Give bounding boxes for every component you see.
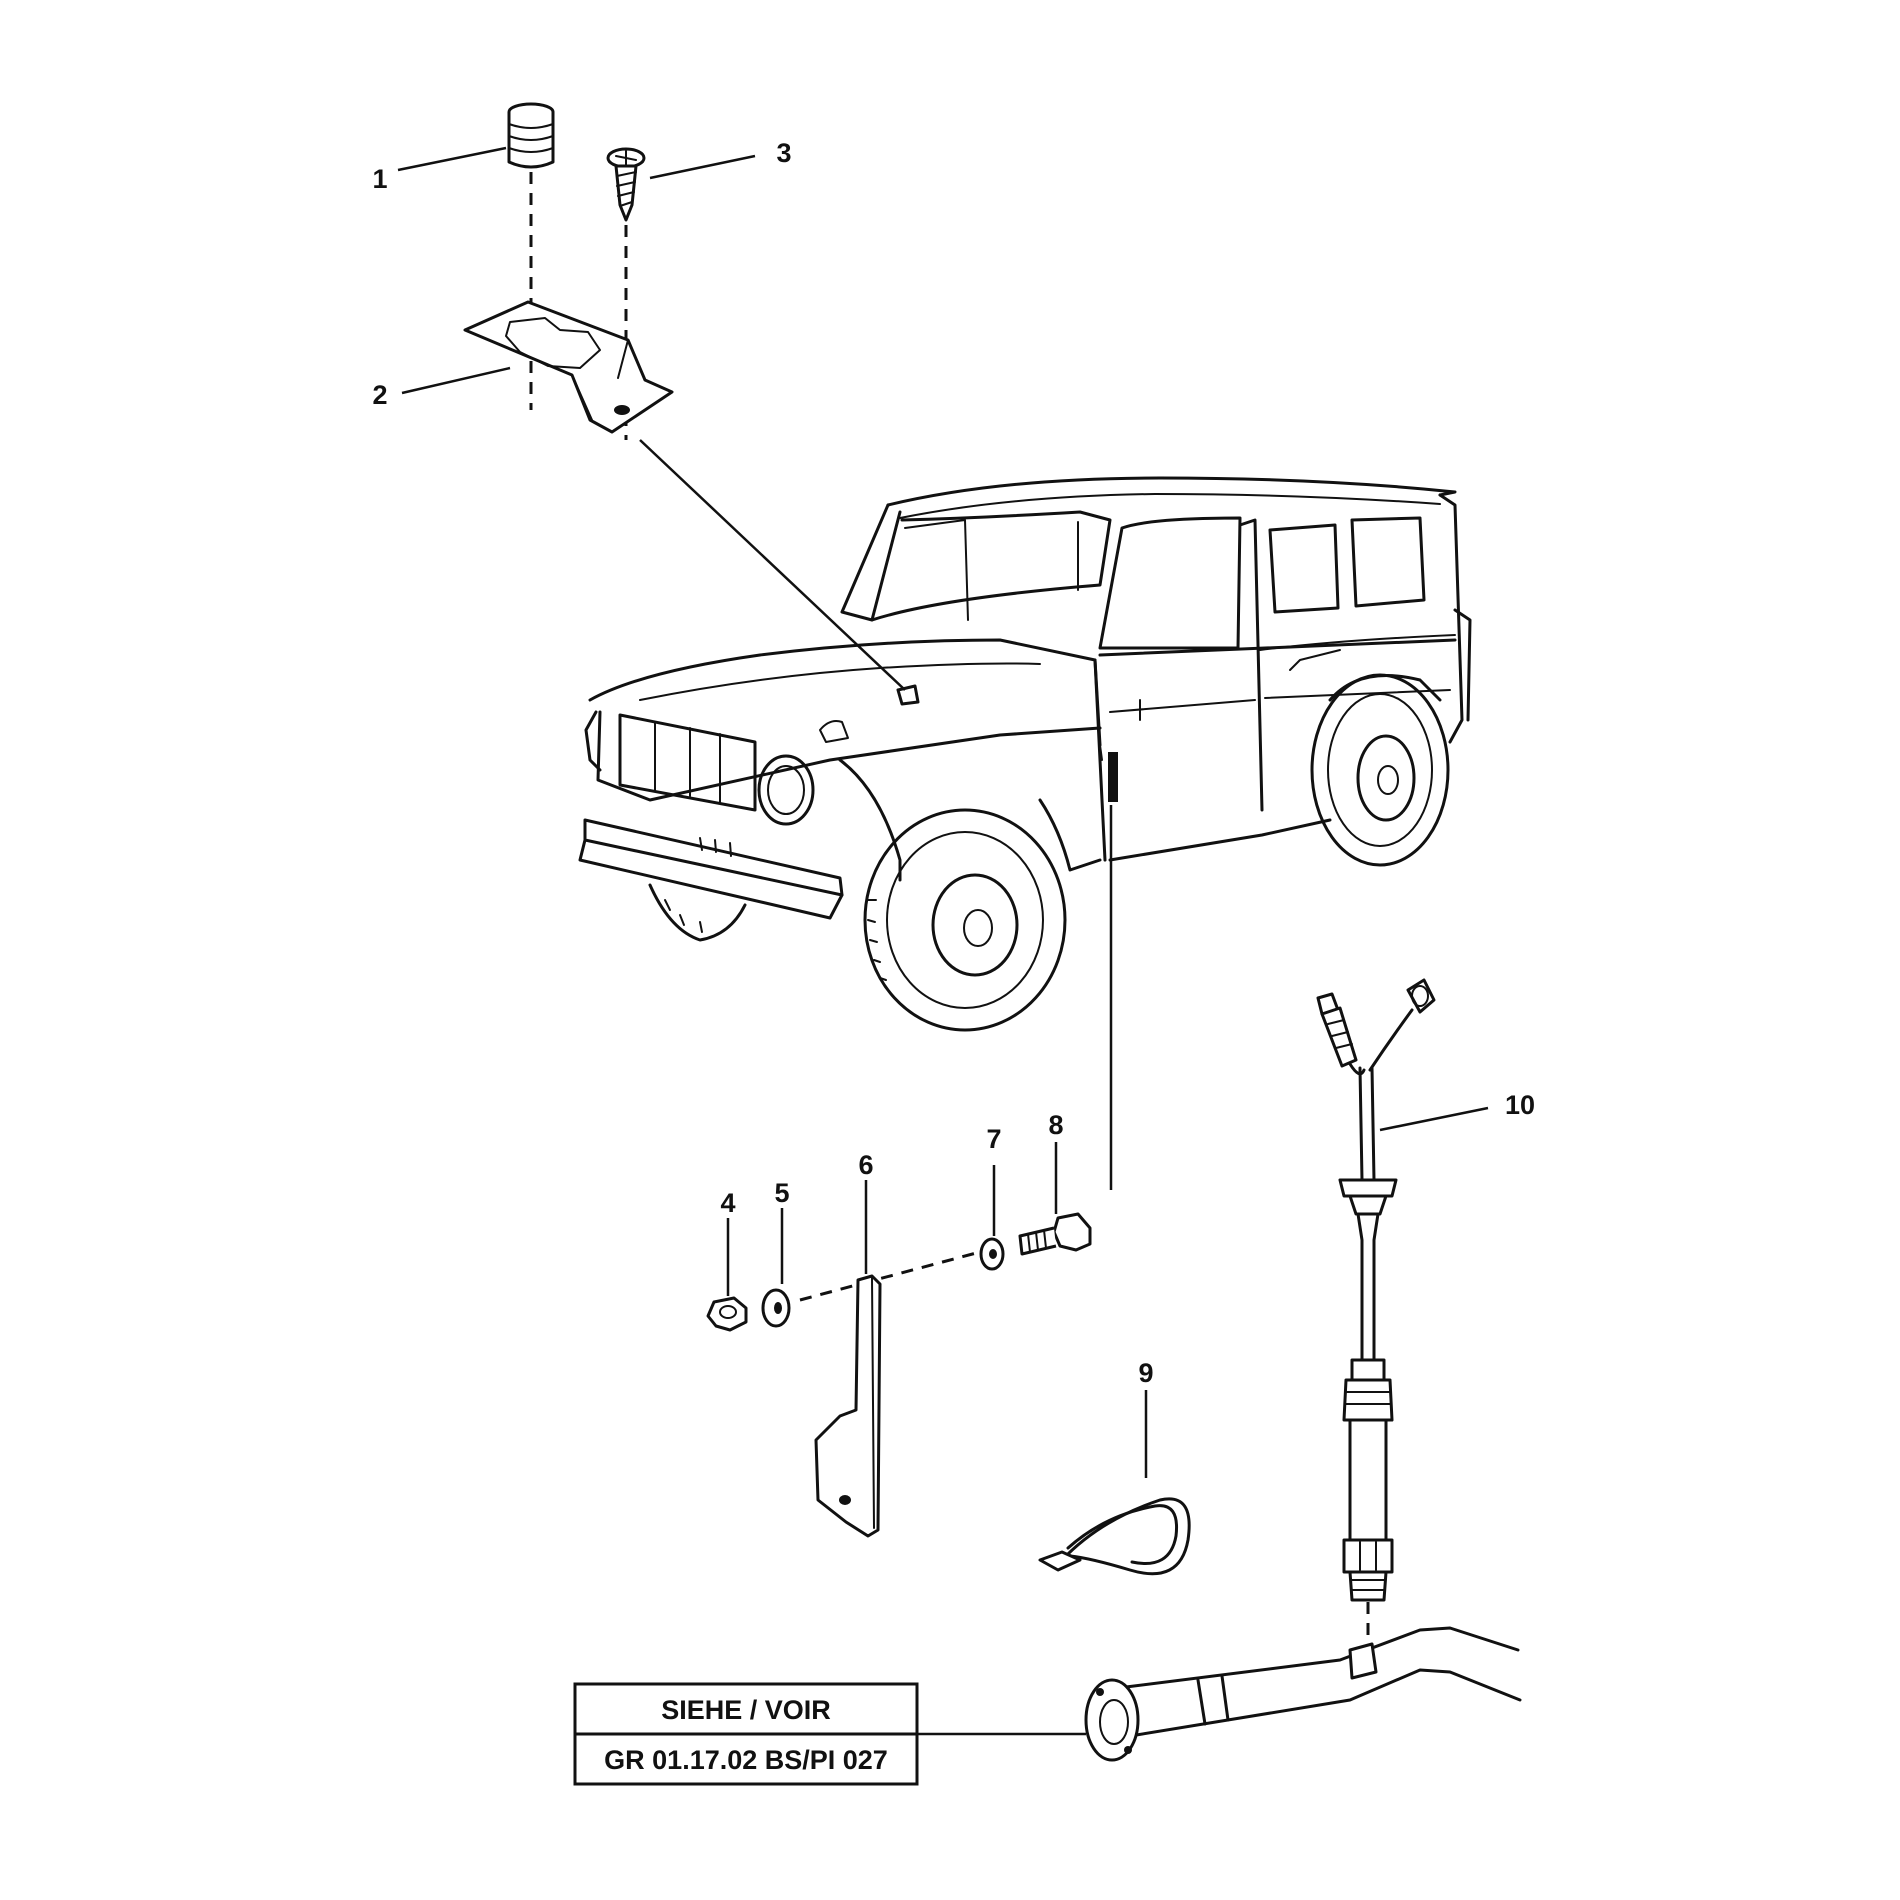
leader-line-2 [401, 366, 511, 395]
part-9-cable-strap [1038, 1497, 1191, 1576]
leader-line-2-to-hood [639, 439, 906, 691]
part-number-1: 1 [372, 164, 387, 194]
dash-line-4-5-6-7 [799, 1250, 981, 1302]
part-10-oxygen-sensor [1316, 978, 1436, 1602]
exhaust-pipe [1084, 1626, 1522, 1762]
part-number-3: 3 [776, 138, 791, 168]
reference-box: SIEHE / VOIR GR 01.17.02 BS/PI 027 [573, 1682, 919, 1786]
leader-line-1 [397, 146, 507, 172]
part-8-bolt [1018, 1212, 1092, 1256]
leader-line-3 [649, 154, 756, 180]
part-number-7: 7 [986, 1124, 1001, 1154]
part-number-2: 2 [372, 380, 387, 410]
reference-group-code: GR 01.17.02 BS/PI 027 [604, 1745, 888, 1775]
part-number-8: 8 [1048, 1110, 1063, 1140]
leader-line-10 [1379, 1106, 1489, 1132]
part-5-washer [761, 1288, 791, 1328]
part-7-washer [979, 1237, 1005, 1271]
part-2-bracket [463, 300, 674, 434]
part-1-grommet [507, 102, 555, 169]
vehicle-illustration [578, 476, 1472, 1032]
part-4-nut [706, 1296, 748, 1332]
part-number-9: 9 [1138, 1358, 1153, 1388]
part-number-labels: 1 2 3 4 5 6 7 8 9 10 [372, 138, 1535, 1388]
part-3-screw [606, 147, 646, 222]
part-number-10: 10 [1505, 1090, 1535, 1120]
part-number-4: 4 [720, 1188, 735, 1218]
part-number-5: 5 [774, 1178, 789, 1208]
part-number-6: 6 [858, 1150, 873, 1180]
reference-see-label: SIEHE / VOIR [661, 1695, 831, 1725]
part-6-plate [814, 1274, 882, 1538]
